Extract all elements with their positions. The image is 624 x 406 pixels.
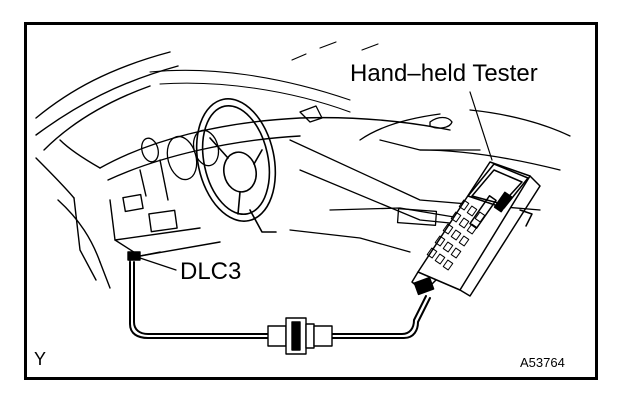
car-body-outline	[35, 51, 179, 289]
view-letter-label: Y	[34, 349, 47, 369]
tester-label: Hand–held Tester	[350, 60, 538, 87]
tester-cable	[129, 261, 431, 339]
inline-connector	[267, 317, 333, 355]
steering-wheel	[195, 98, 277, 233]
figure-code-label: A53764	[520, 355, 565, 370]
windshield-lines	[149, 41, 379, 113]
leader-lines	[139, 91, 493, 271]
dashboard	[99, 116, 451, 257]
figure-frame	[24, 22, 598, 380]
dlc3-label: DLC3	[180, 258, 242, 285]
instrument-gauges	[141, 129, 220, 181]
handheld-tester	[411, 161, 541, 297]
